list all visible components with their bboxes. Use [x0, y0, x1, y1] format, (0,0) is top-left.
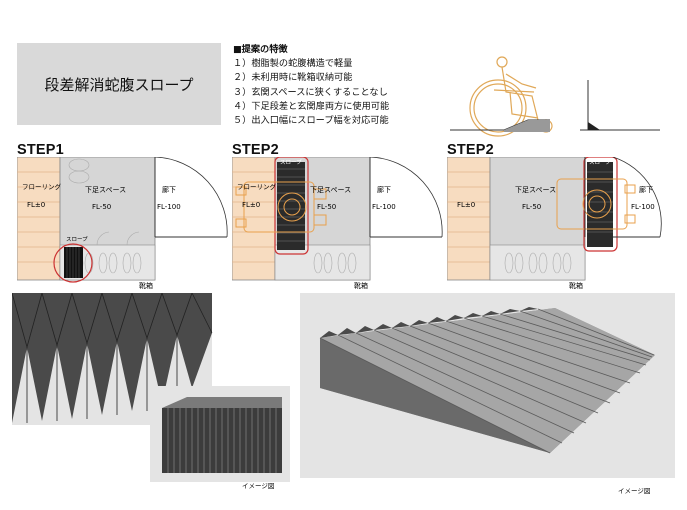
image-caption: イメージ図: [242, 482, 274, 490]
hallway-level: FL-100: [372, 203, 396, 211]
flooring-level: FL±0: [27, 201, 45, 209]
shoe-level: FL-50: [92, 203, 111, 211]
hallway-label: 廊下: [639, 185, 653, 194]
step3-label: STEP2: [447, 142, 494, 158]
page-title: 段差解消蛇腹スロープ: [44, 75, 194, 94]
image-caption: イメージ図: [618, 487, 650, 495]
step1-plan: フローリング FL±0 下足スペース FL-50 廊下 FL-100 スロープ …: [17, 157, 228, 290]
flooring-level: FL±0: [457, 201, 475, 209]
flooring-label: フローリング: [237, 182, 277, 191]
slope-deployed: [587, 162, 613, 247]
feature-item: ３）玄関スペースに狭くすることなし: [233, 86, 388, 98]
hallway-label: 廊下: [377, 185, 391, 194]
hallway-label: 廊下: [162, 185, 176, 194]
slope-label: スロープ: [280, 159, 302, 166]
highlight-box: [274, 157, 309, 255]
slope-stored: [64, 247, 83, 278]
shoe-box-label: 靴箱: [569, 281, 583, 290]
feature-item: ５）出入口幅にスロープ幅を対応可能: [233, 115, 389, 127]
slope-deployed: [277, 162, 305, 250]
slope-label: スロープ: [66, 236, 88, 243]
step3-plan: FL±0 下足スペース FL-50 廊下 FL-100 スロープ 靴箱: [447, 157, 662, 290]
hallway-level: FL-100: [157, 203, 181, 211]
shoe-box-label: 靴箱: [354, 281, 368, 290]
shoe-level: FL-50: [317, 203, 336, 211]
highlight-circle: [53, 243, 93, 283]
step1-label: STEP1: [17, 142, 64, 158]
hallway-level: FL-100: [631, 203, 655, 211]
flooring-label: フローリング: [22, 182, 62, 191]
step2-plan: フローリング FL±0 下足スペース FL-50 廊下 FL-100 スロープ …: [232, 157, 443, 290]
wheelchair-illustration: [450, 56, 660, 137]
feature-item: １）樹脂製の蛇腹構造で軽量: [233, 58, 353, 70]
wheelchair-icon: [556, 178, 636, 230]
wheelchair-icon: [235, 181, 327, 233]
feature-item: ２）未利用時に靴箱収納可能: [233, 72, 353, 84]
bellows-render: イメージ図: [12, 293, 290, 490]
shoe-space-label: 下足スペース: [515, 186, 556, 194]
title-box: 段差解消蛇腹スロープ: [17, 43, 221, 125]
shoe-space-label: 下足スペース: [85, 186, 126, 194]
shoe-space-label: 下足スペース: [310, 186, 351, 194]
step2-label: STEP2: [232, 142, 279, 158]
features-heading: ■提案の特徴: [233, 44, 288, 55]
highlight-box: [583, 157, 618, 252]
flooring-level: FL±0: [242, 201, 260, 209]
slope-render: イメージ図: [300, 293, 675, 495]
features-list: ■提案の特徴 １）樹脂製の蛇腹構造で軽量 ２）未利用時に靴箱収納可能 ３）玄関ス…: [233, 43, 448, 128]
slope-label: スロープ: [589, 159, 611, 166]
shoe-box-label: 靴箱: [139, 281, 153, 290]
feature-item: ４）下足段差と玄関扉両方に使用可能: [233, 100, 390, 112]
flooring-area: [17, 157, 61, 281]
shoe-level: FL-50: [522, 203, 541, 211]
